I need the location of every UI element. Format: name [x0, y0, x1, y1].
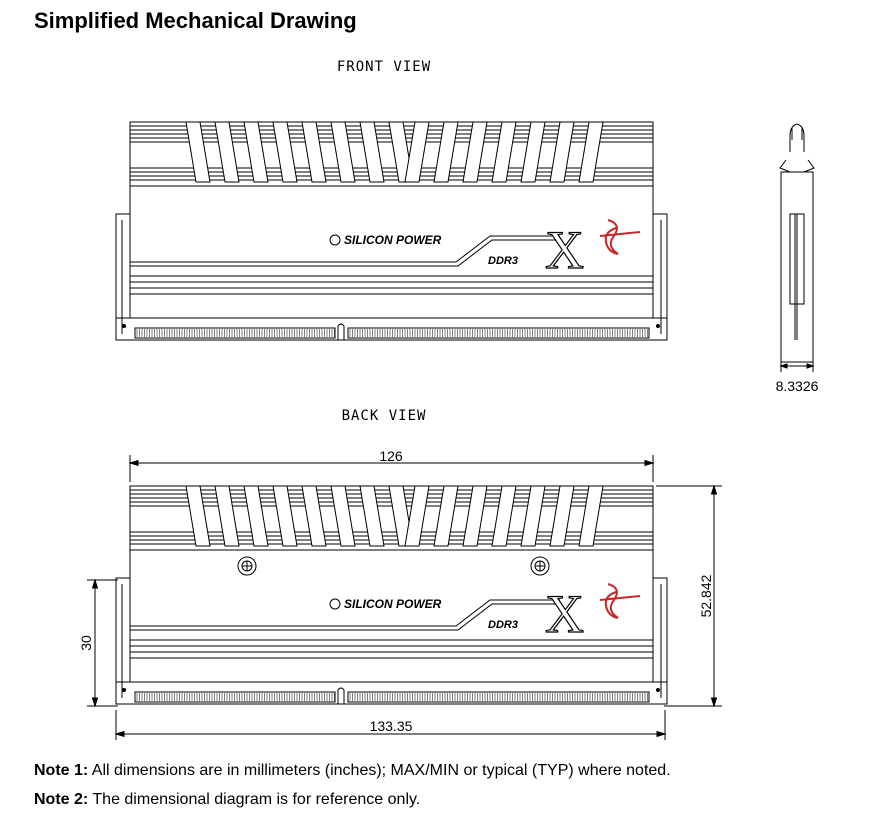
heatsink-fin	[549, 485, 575, 547]
heatsink-fin	[330, 121, 356, 183]
contact-pins-left	[134, 327, 336, 339]
key-notch	[337, 687, 345, 704]
heatsink-width-dimension-line	[128, 455, 655, 482]
brand-label: SILICON POWER	[344, 597, 442, 611]
heatsink-fin	[549, 121, 575, 183]
heatsink-fin	[272, 485, 298, 547]
heatsink-fin	[462, 121, 488, 183]
contact-pins-right	[347, 327, 650, 339]
brand-logo-icon	[329, 598, 341, 610]
back-view-module: SILICON POWER DDR3 X	[115, 485, 668, 705]
screw-icon	[530, 556, 550, 576]
note-1: Note 1: All dimensions are in millimeter…	[34, 762, 671, 780]
accent-line	[130, 603, 560, 631]
pcb-edge	[115, 317, 668, 341]
heatsink-fin	[243, 485, 269, 547]
heatsink-fin	[520, 485, 546, 547]
screw-icon	[237, 556, 257, 576]
dragon-logo-icon	[599, 583, 641, 619]
heatsink-fin	[185, 121, 211, 183]
heatsink-fin	[578, 121, 604, 183]
note-1-text: All dimensions are in millimeters (inche…	[88, 762, 671, 779]
heatsink-fin	[433, 485, 459, 547]
contact-pins-right	[347, 691, 650, 703]
heatsink-fin	[433, 121, 459, 183]
note-2-label: Note 2:	[34, 791, 89, 808]
side-view-profile	[779, 123, 815, 372]
heatsink-fin	[359, 485, 385, 547]
heatsink-fin	[214, 485, 240, 547]
dragon-logo-icon	[599, 219, 641, 255]
accent-line	[130, 599, 560, 627]
heatsink-fin	[578, 485, 604, 547]
front-view-module: SILICON POWER DDR3 X	[115, 121, 668, 341]
accent-line	[130, 235, 560, 263]
heatsink-fin	[330, 485, 356, 547]
note-2-text: The dimensional diagram is for reference…	[88, 791, 421, 808]
brand-label: SILICON POWER	[344, 233, 442, 247]
heatsink-width-dimension: 126	[379, 448, 403, 464]
x-series-mark: X	[545, 584, 584, 644]
right-clip	[653, 577, 668, 705]
left-clip	[115, 577, 130, 705]
right-clip	[653, 213, 668, 341]
pcb-height-dimension: 30	[78, 635, 94, 651]
pcb-height-dimension-line	[87, 578, 118, 708]
heatsink-fin	[243, 121, 269, 183]
heatsink-fin	[491, 485, 517, 547]
module-length-dimension: 133.35	[370, 718, 413, 734]
back-view-label: BACK VIEW	[342, 408, 427, 424]
heatsink-fin	[301, 485, 327, 547]
heatsink-fin	[214, 121, 240, 183]
heatsink-fin	[185, 485, 211, 547]
note-2: Note 2: The dimensional diagram is for r…	[34, 791, 420, 809]
heatsink-fin	[491, 121, 517, 183]
heatsink-fin	[359, 121, 385, 183]
module-length-dimension-line	[114, 710, 667, 740]
key-notch	[337, 323, 345, 340]
accent-line	[130, 239, 560, 267]
x-series-mark: X	[545, 220, 584, 280]
heatsink-fin	[404, 485, 430, 547]
pcb-edge	[115, 681, 668, 705]
ddr-label: DDR3	[488, 255, 518, 267]
module-height-dimension: 52.842	[698, 574, 714, 617]
heatsink-fin	[520, 121, 546, 183]
page-title: Simplified Mechanical Drawing	[34, 8, 357, 33]
note-1-label: Note 1:	[34, 762, 89, 779]
brand-logo-icon	[329, 234, 341, 246]
front-view-label: FRONT VIEW	[337, 59, 431, 75]
module-height-dimension-line	[656, 484, 722, 708]
heatsink-fin	[272, 121, 298, 183]
ddr-label: DDR3	[488, 619, 518, 631]
contact-pins-left	[134, 691, 336, 703]
heatsink-fin	[462, 485, 488, 547]
heatsink-fin	[301, 121, 327, 183]
left-clip	[115, 213, 130, 341]
heatsink-fin	[404, 121, 430, 183]
side-thickness-dimension: 8.3326	[776, 378, 819, 394]
